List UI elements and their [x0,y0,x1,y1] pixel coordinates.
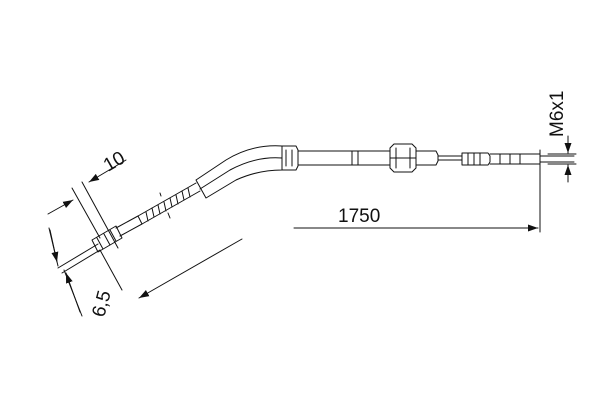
left-sleeve [115,215,143,237]
right-end-fitting [461,152,491,166]
thread-dimension [547,135,577,183]
length-label: 1750 [338,206,380,227]
right-rod-end [539,149,575,169]
spring-coil [137,182,201,225]
end-diameter-label: 6,5 [89,288,116,319]
end-length-arrow-right [88,159,127,183]
threaded-stub [415,150,439,166]
right-threaded-rod [489,153,541,165]
end-length-label: 10 [100,148,129,177]
length-lower-leader [138,238,243,299]
length-dimension [138,167,541,299]
end-length-dimension [47,159,127,249]
diameter-arrow-bottom [65,272,81,313]
end-length-arrow-left [47,199,74,215]
left-end-fitting [91,225,123,253]
right-end-extension [99,249,123,291]
inner-cable [437,155,463,161]
tube-ferrule [281,145,299,171]
curved-cable-sleeve [195,145,283,199]
end-diameter-dimension [48,227,83,317]
end-extension-left [71,187,101,239]
left-cable-wire [57,243,101,274]
cable-assembly [57,143,575,274]
end-extension-right [81,181,119,249]
adjuster-nut [389,143,417,173]
curved-sleeve-inner-line [199,157,283,190]
diameter-arrow-top [49,229,59,263]
outer-casing [297,150,391,166]
thread-label: M6x1 [547,91,568,137]
